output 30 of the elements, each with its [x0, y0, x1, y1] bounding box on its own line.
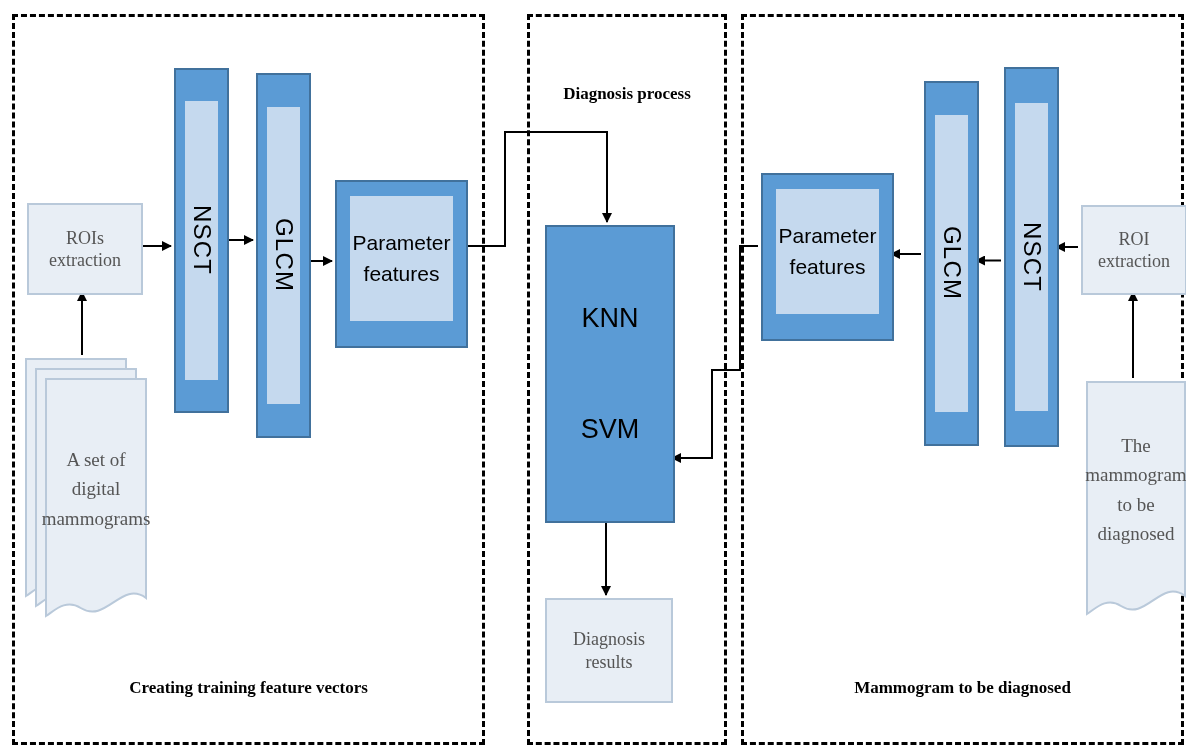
- process-bar: [256, 73, 311, 438]
- box-label: Parameter features: [777, 223, 878, 280]
- bar-label: NSCT: [187, 205, 217, 276]
- dashed-panel: [741, 14, 1184, 745]
- box-label: SVM: [580, 413, 640, 447]
- process-box: [1081, 205, 1186, 295]
- process-box: [545, 598, 673, 703]
- dashed-panel: [527, 14, 727, 745]
- dashed-panel: [12, 14, 485, 745]
- process-bar: [924, 81, 979, 446]
- document-label: A set of digital mammograms: [41, 447, 151, 531]
- bar-label: GLCM: [937, 226, 967, 301]
- process-box: [27, 203, 143, 295]
- box-label: ROIs extraction: [48, 226, 122, 272]
- bar-label: NSCT: [1017, 221, 1047, 293]
- process-box: [761, 173, 894, 341]
- box-label: Diagnosis results: [572, 628, 646, 673]
- process-bar: [1004, 67, 1059, 447]
- panel-title: Creating training feature vectors: [129, 676, 368, 699]
- classifier-box: [545, 225, 675, 523]
- bar-label: GLCM: [269, 218, 299, 293]
- panel-title: Mammogram to be diagnosed: [854, 676, 1071, 699]
- document-shape: [1086, 381, 1186, 618]
- document-label: The mammogram to be diagnosed: [1085, 433, 1186, 546]
- process-box: [335, 180, 468, 348]
- box-label: KNN: [581, 302, 639, 336]
- box-label: Parameter features: [351, 230, 452, 287]
- process-bar: [174, 68, 229, 413]
- panel-title: Diagnosis process: [563, 83, 691, 105]
- box-label: ROI extraction: [1097, 227, 1171, 273]
